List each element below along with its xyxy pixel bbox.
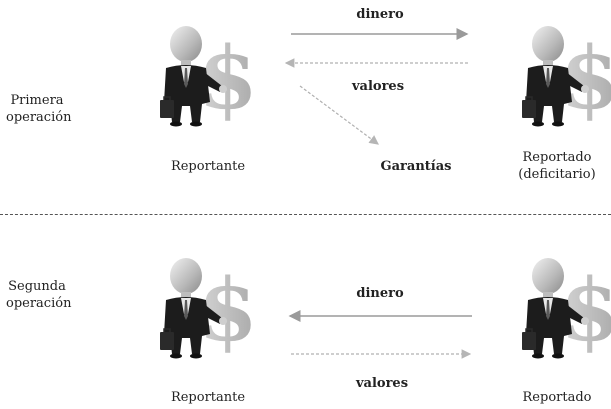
arrow-valores-1-label: valores (351, 79, 405, 94)
reportante-label-2: Reportante (170, 390, 246, 405)
reportante-figure-1 (159, 25, 259, 130)
businessman-dollar-icon (159, 257, 259, 362)
reportante-label-1: Reportante (170, 159, 246, 174)
arrow-garantias (299, 85, 379, 145)
arrow-valores-2-label: valores (355, 376, 409, 391)
reportado-figure-2 (521, 257, 611, 362)
section-2-label-line2: operación (6, 296, 72, 311)
arrow-dinero-1-label: dinero (356, 7, 404, 22)
arrow-dinero-2-label: dinero (356, 286, 404, 301)
section-2-label-line1: Segunda (8, 279, 66, 294)
reportante-figure-2 (159, 257, 259, 362)
reportado-label-2: Reportado (522, 390, 592, 405)
reportado-label-1: Reportado (deficitario) (512, 149, 602, 183)
businessman-dollar-icon (521, 25, 611, 130)
reportado-label-1-line1: Reportado (522, 150, 592, 165)
reportado-figure-1 (521, 25, 611, 130)
reportado-label-1-line2: (deficitario) (518, 167, 596, 182)
businessman-dollar-icon (521, 257, 611, 362)
businessman-dollar-icon (159, 25, 259, 130)
section-1-label-line2: operación (6, 110, 72, 125)
arrow-garantias-label: Garantías (380, 159, 452, 174)
section-1-label: Primera operación (6, 92, 72, 126)
section-2-label: Segunda operación (6, 278, 72, 312)
section-1-label-line1: Primera (10, 93, 64, 108)
section-divider (0, 214, 611, 215)
